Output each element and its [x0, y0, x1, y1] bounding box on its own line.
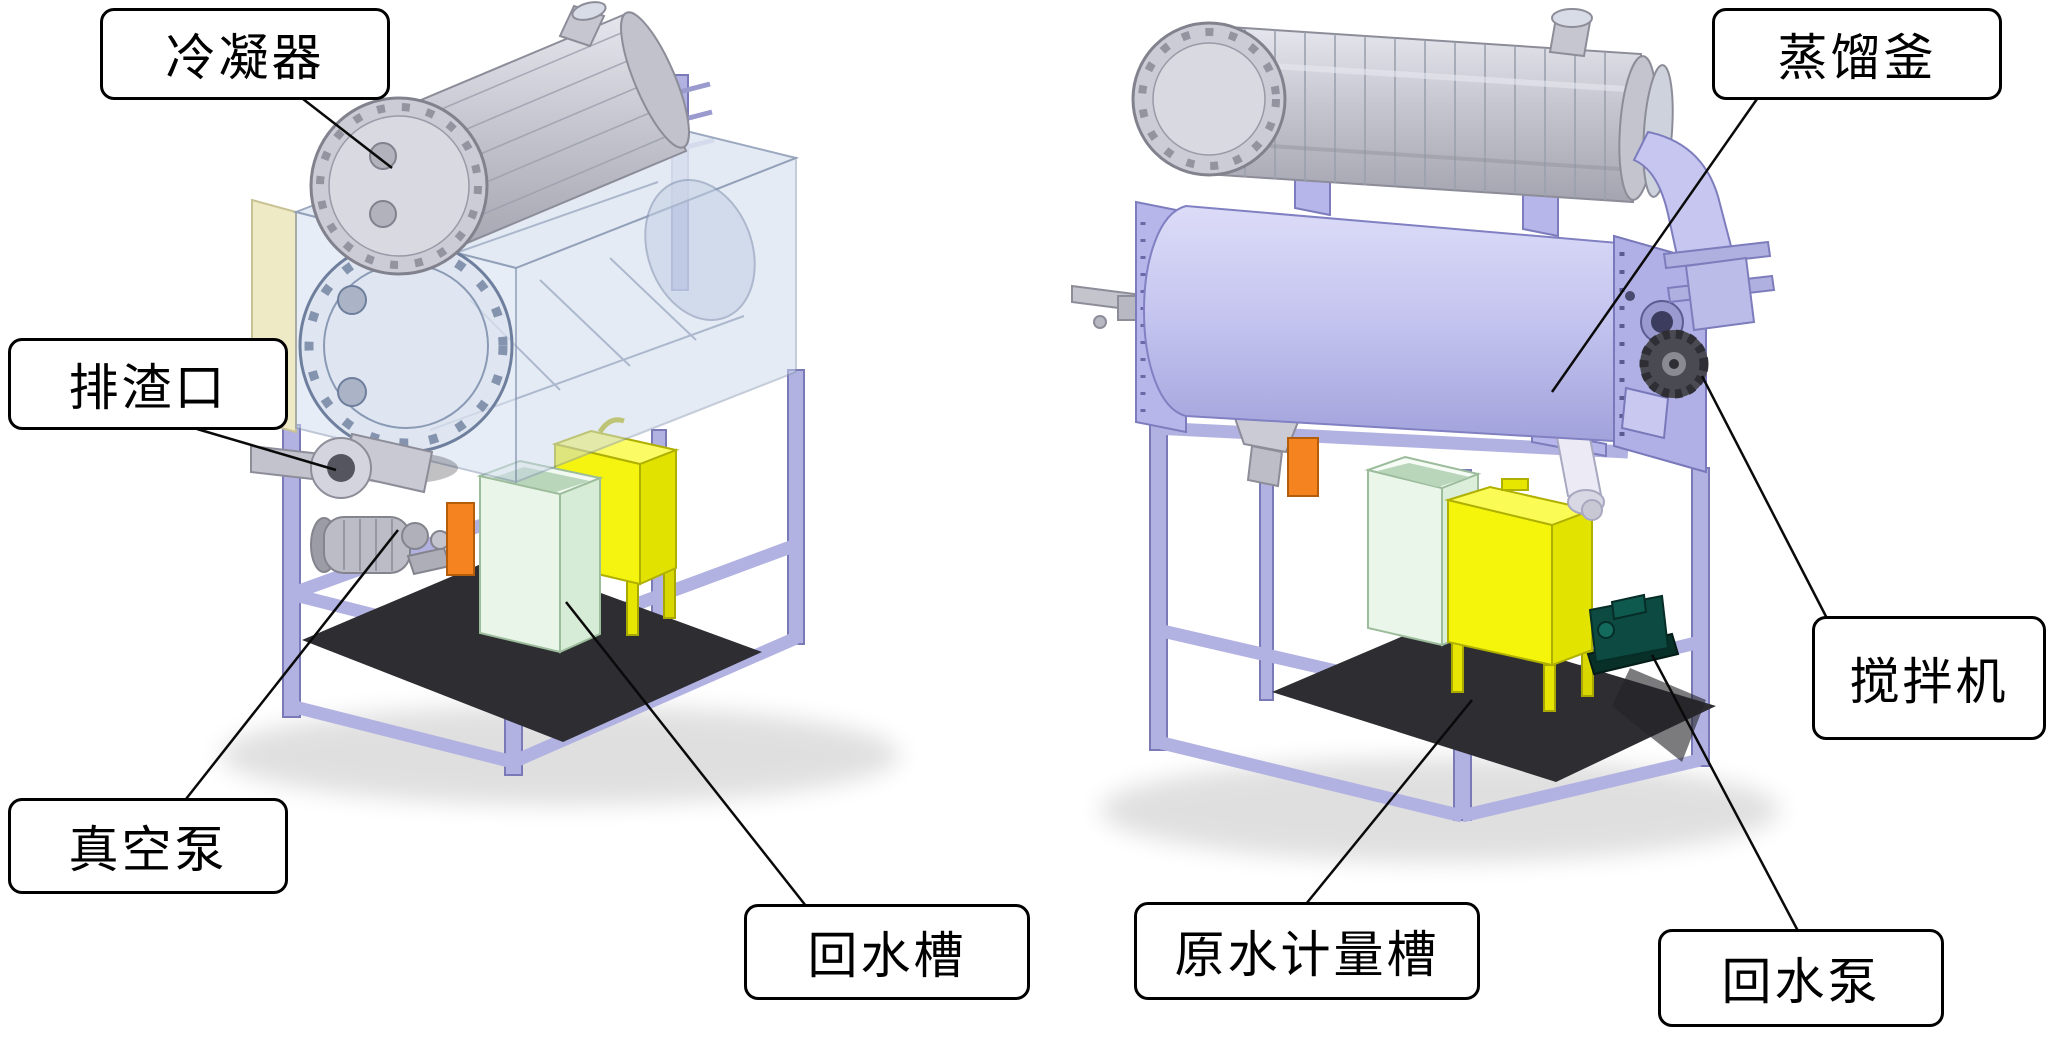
raw-water-metering-tank-illustration [1444, 478, 1596, 712]
leader-raw-water-tank [1305, 699, 1473, 905]
left-floor-panel [302, 556, 762, 742]
distillation-kettle-illustration [1135, 200, 1709, 474]
callout-return-tank: 回水槽 [744, 904, 1030, 1000]
callout-condenser: 冷凝器 [100, 8, 390, 100]
leader-distillation-kettle [1550, 98, 1759, 393]
left-machine-illustration [220, 1, 900, 805]
callout-vacuum-pump: 真空泵 [8, 798, 288, 894]
leader-return-tank [565, 601, 807, 907]
return-pump-illustration [1586, 593, 1680, 676]
slag-port-illustration [250, 432, 434, 499]
callout-return-pump-label: 回水泵 [1721, 953, 1881, 1011]
leader-condenser [302, 98, 393, 169]
callout-return-pump: 回水泵 [1658, 929, 1944, 1027]
leader-return-pump [1650, 654, 1800, 932]
callout-raw-water-metering-tank: 原水计量槽 [1134, 902, 1480, 1000]
elbow-duct-illustration [1632, 130, 1776, 332]
orange-plate-left [446, 502, 475, 576]
callout-agitator-label: 搅拌机 [1849, 653, 2009, 711]
pump-shadow-wedge [1612, 668, 1706, 762]
condenser-right-illustration [1131, 8, 1674, 238]
side-arm-illustration [1071, 284, 1151, 329]
callout-return-tank-label: 回水槽 [807, 927, 967, 985]
callout-vacuum-pump-label: 真空泵 [68, 821, 228, 879]
callout-slag-port: 排渣口 [8, 338, 288, 430]
agitator-gear-illustration [1639, 329, 1709, 399]
leader-lines [185, 98, 1835, 932]
callout-agitator: 搅拌机 [1812, 616, 2046, 740]
callout-distillation-kettle: 蒸馏釜 [1712, 8, 2002, 100]
leader-slag-port [196, 427, 337, 472]
right-floor-panel [1272, 622, 1716, 782]
vacuum-pump-illustration [310, 516, 452, 576]
condenser-illustration [309, 1, 690, 276]
right-machine-illustration [1071, 8, 1780, 862]
callout-raw-water-metering-tank-label: 原水计量槽 [1174, 926, 1440, 984]
leader-agitator [1700, 375, 1835, 631]
callout-slag-port-label: 排渣口 [68, 359, 228, 417]
callout-distillation-kettle-label: 蒸馏釜 [1777, 29, 1937, 87]
callout-condenser-label: 冷凝器 [165, 29, 325, 87]
leader-vacuum-pump [185, 529, 399, 800]
